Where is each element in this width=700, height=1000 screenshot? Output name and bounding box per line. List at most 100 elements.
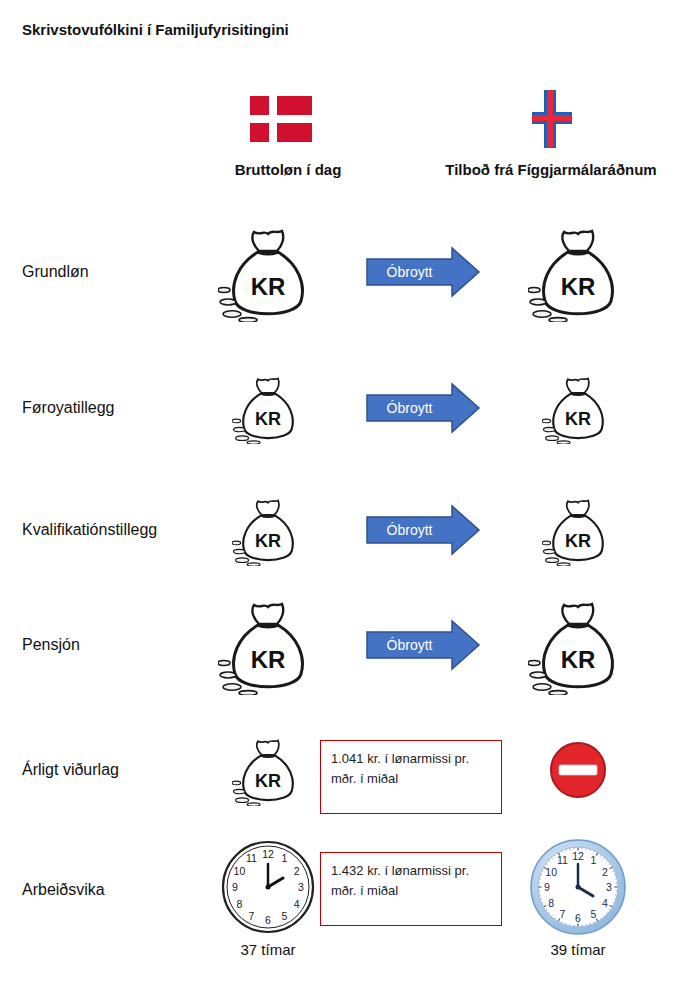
clock-tick [552, 858, 553, 859]
clock-tick [546, 909, 547, 911]
coin [530, 672, 546, 678]
clock-numeral: 9 [232, 881, 238, 894]
coin [543, 549, 555, 553]
clock-tick [539, 894, 540, 895]
coin [236, 558, 249, 563]
bag-body [234, 252, 303, 314]
coin [233, 789, 245, 793]
clock-tick [539, 890, 540, 891]
clock-tick [581, 848, 582, 849]
clock-tick [561, 922, 563, 923]
block-arrow [367, 248, 479, 296]
clock-tick [610, 867, 613, 869]
coin [557, 441, 570, 444]
clock-tick [615, 894, 616, 895]
clock-numeral: 7 [560, 908, 566, 921]
column-header: Tilboð frá Fíggjarmálaráðnum [445, 161, 656, 179]
coin [549, 318, 567, 322]
block-arrow [367, 621, 479, 669]
coin [239, 318, 257, 322]
clock-tick [540, 874, 541, 875]
arrow-label: Óbroytt [387, 637, 433, 654]
bag-body [544, 625, 613, 687]
bag-outline [232, 734, 304, 806]
clock-tick [610, 905, 613, 907]
coin [247, 563, 260, 566]
loss-note: 1.041 kr. í lønarmissi pr. mðr. í miðal [331, 749, 491, 789]
clock-tick [600, 918, 602, 919]
clock-tick [603, 915, 604, 916]
clock-numeral: 5 [591, 908, 597, 921]
sign-disc [551, 743, 605, 797]
coin [549, 691, 567, 695]
bag-body [243, 394, 293, 438]
clock-tick [573, 925, 574, 926]
currency-label: KR [565, 532, 591, 550]
row-label: Kvalifikatiónstillegg [22, 520, 157, 539]
bag-body [544, 252, 613, 314]
coin [546, 436, 559, 441]
bag-top [257, 500, 279, 514]
loss-box: 1.432 kr. í lønarmissi pr. mðr. í miðal [320, 852, 502, 926]
clock-numeral: 11 [246, 852, 257, 865]
clock-numeral: 8 [548, 896, 554, 909]
coin [528, 661, 540, 666]
clock-tick [616, 882, 617, 883]
currency-label: KR [255, 532, 281, 550]
clock-tick [544, 905, 547, 907]
clock-numeral: 12 [572, 850, 584, 863]
clock-tick [593, 851, 595, 852]
bag-body [553, 516, 603, 560]
clock-face [538, 847, 618, 927]
clock-tick [614, 898, 615, 899]
clock-tick [569, 848, 570, 849]
coin [232, 541, 241, 545]
clock-numeral: 8 [236, 897, 242, 910]
coin [223, 311, 241, 317]
clock-tick [585, 924, 586, 925]
bag-tie [257, 625, 279, 627]
bag-tie [260, 756, 276, 757]
clock-tick [609, 863, 610, 865]
no-entry-sign [551, 743, 605, 797]
coin [542, 419, 551, 423]
money-bag: KR [218, 222, 318, 322]
currency-label: KR [561, 275, 596, 299]
money-bag: KR [232, 494, 304, 566]
clock-face [223, 842, 313, 932]
clock-tick [540, 898, 541, 899]
currency-label: KR [251, 648, 286, 672]
clock-numeral: 6 [575, 912, 581, 925]
coin [220, 299, 236, 305]
coin [247, 803, 260, 806]
bag-tie [570, 394, 586, 395]
bag-outline [218, 222, 318, 322]
coin [247, 441, 260, 444]
coin [220, 672, 236, 678]
flag-field [250, 96, 312, 142]
arrow-label: Óbroytt [387, 264, 433, 281]
clock-right [531, 840, 625, 934]
loss-box: 1.041 kr. í lønarmissi pr. mðr. í miðal [320, 740, 502, 814]
coin [533, 311, 551, 317]
clock-tick [554, 855, 556, 856]
clock-tick [613, 870, 614, 872]
clock-tick [565, 923, 566, 924]
coin [232, 419, 241, 423]
clock-tick [561, 851, 563, 852]
clock-tick [616, 890, 617, 891]
clock-numeral: 7 [249, 909, 255, 922]
currency-label: KR [565, 410, 591, 428]
clock-tick [542, 870, 543, 872]
clock-numeral: 12 [262, 848, 274, 861]
clock-tick [589, 849, 590, 850]
clock-rim [227, 846, 309, 928]
coin [218, 661, 230, 666]
clock-tick [565, 849, 566, 850]
coin [233, 427, 245, 431]
row-label: Grundløn [22, 262, 89, 281]
money-bag: KR [232, 372, 304, 444]
clock-numeral: 5 [282, 909, 288, 922]
bag-outline [528, 222, 628, 322]
minute-hand [267, 864, 270, 887]
